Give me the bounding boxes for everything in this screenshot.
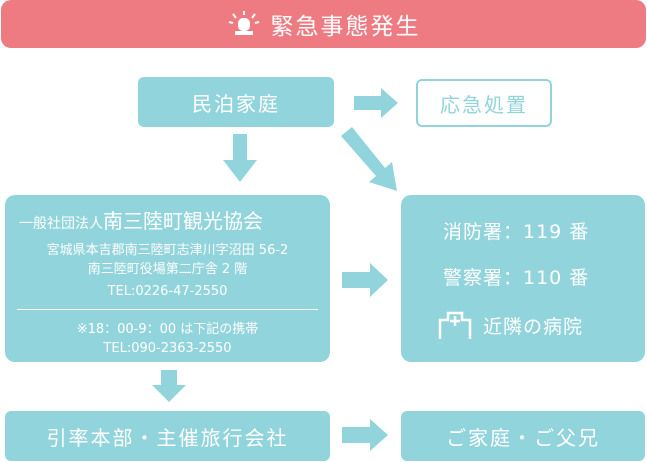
association-title: 一般社団法人南三陸町観光協会 bbox=[19, 205, 263, 234]
emergency-services-box: 消防署：119 番 警察署：110 番 近隣の病院 bbox=[401, 195, 645, 362]
minpaku-label: 民泊家庭 bbox=[192, 91, 280, 116]
emergency-banner: 緊急事態発生 bbox=[1, 0, 646, 48]
nearby-hospital: 近隣の病院 bbox=[437, 310, 583, 340]
association-type: 一般社団法人 bbox=[19, 216, 103, 232]
banner-title: 緊急事態発生 bbox=[270, 14, 421, 40]
tourism-association-box: 一般社団法人南三陸町観光協会 宮城県本吉郡南三陸町志津川字沼田 56-2 南三陸… bbox=[5, 195, 330, 362]
arrow-right-services bbox=[342, 263, 388, 297]
hospital-icon bbox=[437, 310, 473, 340]
minpaku-family-box: 民泊家庭 bbox=[138, 77, 334, 127]
family-label: ご家庭・ご父兄 bbox=[446, 425, 600, 450]
arrow-right-first-aid bbox=[354, 88, 398, 118]
tour-hq-label: 引率本部・主催旅行会社 bbox=[46, 425, 289, 450]
after-hours-note: ※18：00-9：00 は下記の携帯 bbox=[76, 322, 259, 337]
fire-station: 消防署：119 番 bbox=[443, 221, 590, 243]
association-divider bbox=[17, 309, 318, 310]
first-aid-box: 応急処置 bbox=[416, 79, 552, 127]
police-station: 警察署：110 番 bbox=[443, 267, 590, 289]
first-aid-label: 応急処置 bbox=[440, 92, 528, 117]
association-address-2: 南三陸町役場第二庁舎 2 階 bbox=[87, 262, 248, 277]
siren-icon bbox=[227, 10, 261, 38]
tour-hq-box: 引率本部・主催旅行会社 bbox=[5, 411, 330, 461]
arrow-right-family bbox=[342, 419, 388, 451]
hospital-label: 近隣の病院 bbox=[483, 315, 584, 338]
arrow-diagonal-services bbox=[341, 127, 397, 191]
arrow-down-tour-hq bbox=[152, 370, 186, 402]
association-address-1: 宮城県本吉郡南三陸町志津川字沼田 56-2 bbox=[46, 243, 289, 258]
arrow-down-association bbox=[223, 134, 257, 182]
mobile-tel: TEL:090-2363-2550 bbox=[103, 341, 232, 356]
family-box: ご家庭・ご父兄 bbox=[401, 411, 645, 461]
association-tel: TEL:0226-47-2550 bbox=[107, 284, 228, 299]
association-name: 南三陸町観光協会 bbox=[103, 209, 263, 233]
